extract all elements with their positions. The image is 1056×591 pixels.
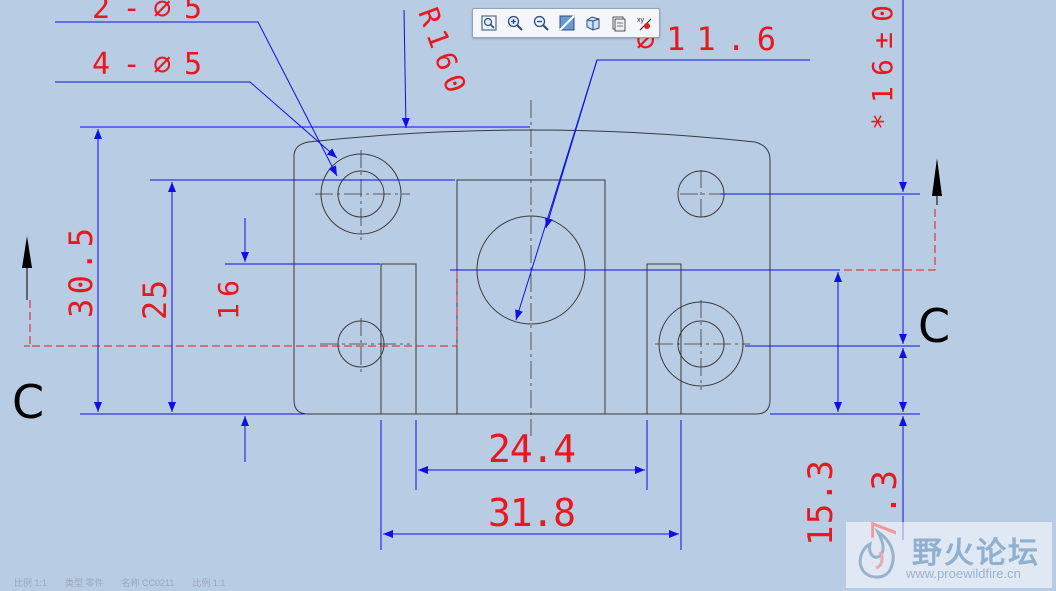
watermark-title: 野火论坛 xyxy=(912,536,1040,571)
display-style-button[interactable] xyxy=(581,11,605,35)
dim-31-8: 31.8 xyxy=(488,491,576,535)
status-item: 类型 零件 xyxy=(65,577,104,588)
part-outline xyxy=(293,129,771,415)
dim-15-3: 15.3 xyxy=(801,460,841,546)
display-style-icon xyxy=(586,16,600,31)
zoom-out-icon xyxy=(533,15,549,31)
left-slot xyxy=(380,263,417,415)
section-arrows xyxy=(22,158,942,300)
zoom-out-button[interactable] xyxy=(529,11,553,35)
section-label-left: C xyxy=(12,375,44,429)
zoom-in-icon xyxy=(507,15,523,31)
dim-hole-side: 4-∅5 xyxy=(92,47,202,82)
status-bar: 比例 1:1 类型 零件 名称 CC0211 比例 1:1 xyxy=(0,574,400,590)
dim-16: 16 xyxy=(212,280,245,320)
view-toolbar: xy xyxy=(472,8,660,38)
center-lines xyxy=(315,100,750,436)
zoom-fit-button[interactable] xyxy=(477,11,501,35)
zoom-in-button[interactable] xyxy=(503,11,527,35)
dim-30-5: 30.5 xyxy=(62,228,100,318)
dimension-lines xyxy=(55,0,920,550)
flame-logo-icon xyxy=(858,527,895,579)
part-geometry xyxy=(293,129,771,415)
saved-views-icon xyxy=(612,16,626,32)
dim-25: 25 xyxy=(136,280,174,320)
dim-24-4: 24.4 xyxy=(488,427,576,471)
dimension-texts: 2-∅5 4-∅5 R160 ∅11.6 *16±0 30.5 25 16 24… xyxy=(62,0,905,546)
right-slot xyxy=(646,263,682,415)
dim-right-tol: *16±0 xyxy=(866,5,899,130)
status-item: 比例 1:1 xyxy=(14,577,48,588)
svg-text:xy: xy xyxy=(637,17,645,24)
repaint-button[interactable] xyxy=(555,11,579,35)
forum-watermark: 野火论坛 www.proewildfire.cn xyxy=(846,522,1052,588)
status-item: 比例 1:1 xyxy=(192,577,226,588)
annotation-display-icon: xy xyxy=(637,17,652,31)
dim-radius: R160 xyxy=(411,3,472,97)
status-item: 名称 CC0211 xyxy=(121,577,175,588)
repaint-icon xyxy=(559,15,575,31)
section-line xyxy=(24,205,936,347)
watermark-url: www.proewildfire.cn xyxy=(906,566,1021,581)
annotation-display-button[interactable]: xy xyxy=(633,11,657,35)
zoom-fit-icon xyxy=(481,15,497,31)
saved-views-button[interactable] xyxy=(607,11,631,35)
section-label-right: C xyxy=(918,299,950,353)
